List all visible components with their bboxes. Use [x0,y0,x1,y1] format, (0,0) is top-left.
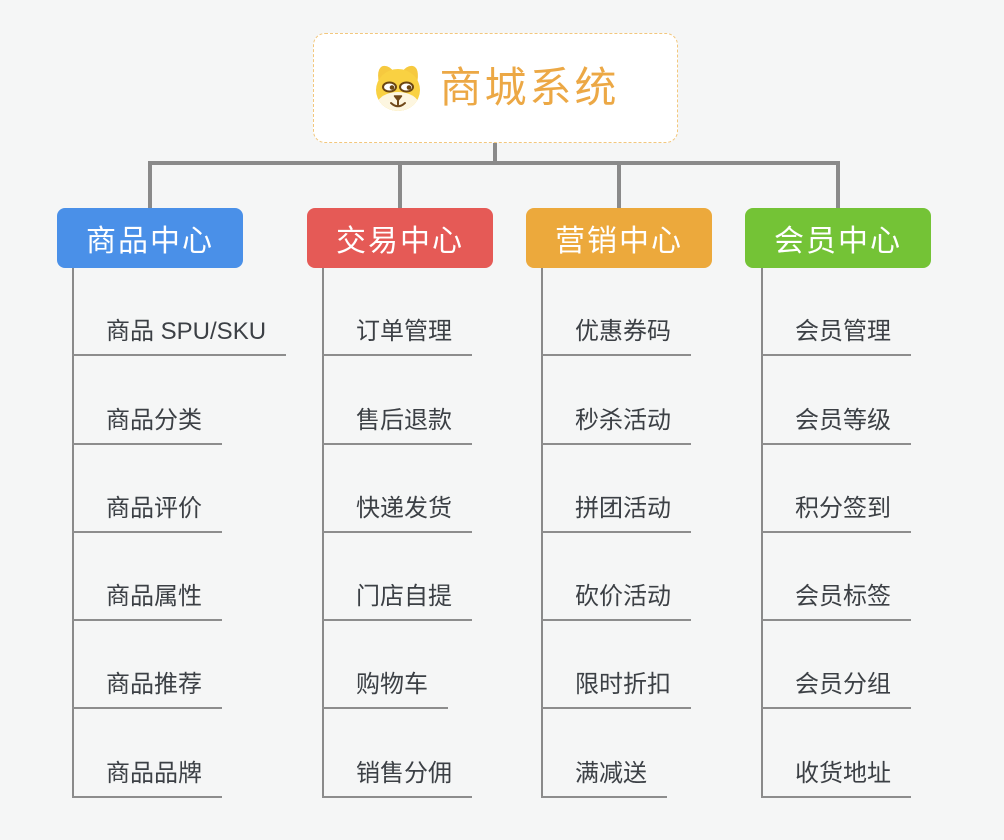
child-slot: 拼团活动 [541,445,691,533]
children-column-product: 商品 SPU/SKU 商品分类 商品评价 商品属性 商品推荐 商品品牌 [72,268,287,798]
child-slot: 优惠券码 [541,268,691,357]
trunk-member [761,268,763,798]
child-node[interactable]: 购物车 [322,670,448,710]
child-slot: 门店自提 [322,533,472,622]
branch-node-trade-center[interactable]: 交易中心 [307,208,493,268]
child-node[interactable]: 商品分类 [72,406,222,445]
child-slot: 商品评价 [72,445,286,533]
branch-label: 交易中心 [336,225,464,258]
connector-drop-marketing [617,161,621,208]
child-node[interactable]: 限时折扣 [541,670,691,710]
connector-root-drop [493,141,497,163]
trunk-product [72,268,74,798]
child-slot: 限时折扣 [541,621,691,710]
child-slot: 商品 SPU/SKU [72,268,287,357]
child-node[interactable]: 满减送 [541,759,667,798]
child-slot: 商品推荐 [72,621,286,710]
child-slot: 售后退款 [322,356,472,445]
child-slot: 销售分佣 [322,709,472,798]
child-slot: 商品分类 [72,356,286,445]
connector-drop-member [836,161,840,208]
child-node[interactable]: 商品 SPU/SKU [72,317,287,357]
child-node[interactable]: 订单管理 [322,317,472,357]
dog-face-icon [371,63,425,113]
branch-node-marketing-center[interactable]: 营销中心 [526,208,712,268]
child-node[interactable]: 售后退款 [322,406,472,445]
child-slot: 快递发货 [322,445,472,533]
child-slot: 满减送 [541,709,691,798]
trunk-marketing [541,268,543,798]
child-slot: 会员分组 [761,621,911,710]
child-node[interactable]: 商品品牌 [72,759,222,798]
child-node[interactable]: 销售分佣 [322,759,472,798]
child-slot: 商品品牌 [72,709,286,798]
child-slot: 商品属性 [72,533,286,622]
connector-drop-trade [398,161,402,208]
child-node[interactable]: 拼团活动 [541,494,691,533]
child-slot: 会员标签 [761,533,911,622]
child-node[interactable]: 砍价活动 [541,582,691,622]
child-node[interactable]: 优惠券码 [541,317,691,357]
branch-label: 商品中心 [86,225,214,258]
child-slot: 会员等级 [761,356,911,445]
child-node[interactable]: 商品属性 [72,582,222,622]
branch-label: 营销中心 [555,225,683,258]
child-slot: 订单管理 [322,268,472,357]
branch-node-product-center[interactable]: 商品中心 [57,208,243,268]
child-node[interactable]: 会员管理 [761,317,911,357]
children-column-member: 会员管理 会员等级 积分签到 会员标签 会员分组 收货地址 [761,268,911,798]
branch-label: 会员中心 [774,225,902,258]
root-node[interactable]: 商城系统 [313,33,678,143]
child-node[interactable]: 门店自提 [322,582,472,622]
child-slot: 积分签到 [761,445,911,533]
child-slot: 会员管理 [761,268,911,357]
child-node[interactable]: 商品评价 [72,494,222,533]
children-column-trade: 订单管理 售后退款 快递发货 门店自提 购物车 销售分佣 [322,268,472,798]
child-node[interactable]: 积分签到 [761,494,911,533]
child-node[interactable]: 会员分组 [761,670,911,710]
child-slot: 砍价活动 [541,533,691,622]
connector-bus [148,161,840,165]
child-slot: 收货地址 [761,709,911,798]
child-slot: 购物车 [322,621,472,710]
child-node[interactable]: 商品推荐 [72,670,222,710]
root-node-label: 商城系统 [439,64,620,111]
child-node[interactable]: 快递发货 [322,494,472,533]
child-node[interactable]: 会员等级 [761,406,911,445]
child-node[interactable]: 秒杀活动 [541,406,691,445]
child-slot: 秒杀活动 [541,356,691,445]
connector-drop-product [148,161,152,208]
child-node[interactable]: 会员标签 [761,582,911,622]
branch-node-member-center[interactable]: 会员中心 [745,208,931,268]
trunk-trade [322,268,324,798]
children-column-marketing: 优惠券码 秒杀活动 拼团活动 砍价活动 限时折扣 满减送 [541,268,691,798]
child-node[interactable]: 收货地址 [761,759,911,798]
